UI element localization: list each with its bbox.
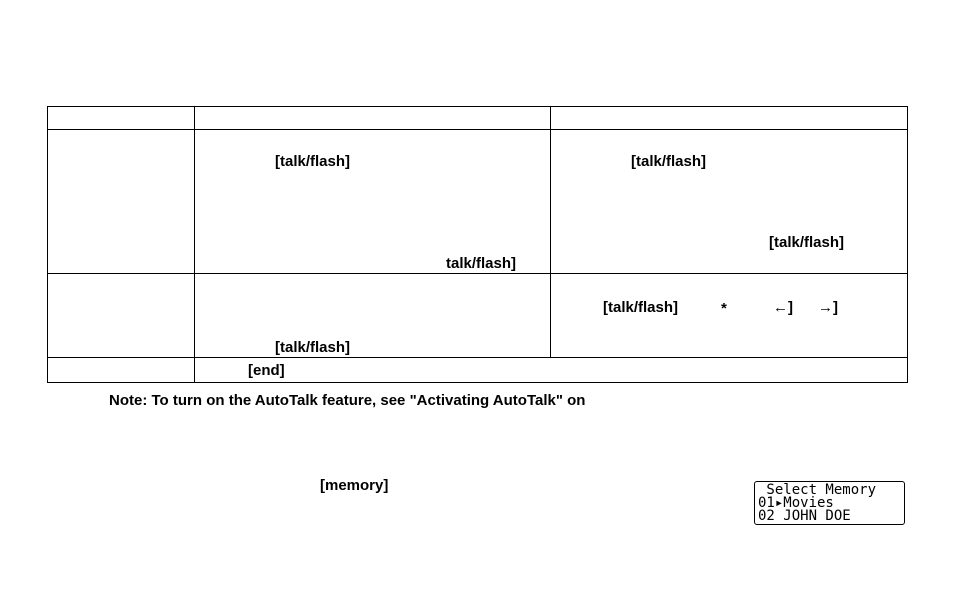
- table-top-border: [47, 106, 908, 107]
- left-arrow-key-icon: ←]: [773, 299, 793, 316]
- right-arrow-key-icon: →]: [818, 299, 838, 316]
- row2-col3-key-talk-flash: [talk/flash]: [603, 299, 679, 316]
- table-row1-divider: [47, 273, 908, 274]
- table-col2-divider: [550, 106, 551, 358]
- row1-col2-key-talk-flash-2: talk/flash]: [446, 255, 517, 272]
- row2-col2-key-talk-flash: [talk/flash]: [275, 339, 351, 356]
- table-bottom-border: [47, 382, 908, 383]
- row1-col3-key-talk-flash: [talk/flash]: [631, 153, 707, 170]
- lcd-line-1: Select Memory: [758, 482, 877, 498]
- table-header-divider: [47, 129, 908, 130]
- row1-col2-key-talk-flash: [talk/flash]: [275, 153, 351, 170]
- memory-key: [memory]: [320, 477, 389, 494]
- autotalk-note: Note: To turn on the AutoTalk feature, s…: [109, 392, 586, 409]
- lcd-line-3: 02 JOHN DOE: [758, 508, 851, 524]
- star-key-icon: *: [721, 300, 727, 317]
- lcd-line-2: 01▸Movies: [758, 495, 834, 511]
- table-col1-divider: [194, 106, 195, 383]
- lcd-display: Select Memory 01▸Movies 02 JOHN DOE: [754, 481, 905, 525]
- table-left-border: [47, 106, 48, 383]
- row1-col3-key-talk-flash-2: [talk/flash]: [769, 234, 845, 251]
- row3-key-end: [end]: [248, 362, 285, 379]
- table-right-border: [907, 106, 908, 383]
- table-row2-divider: [47, 357, 908, 358]
